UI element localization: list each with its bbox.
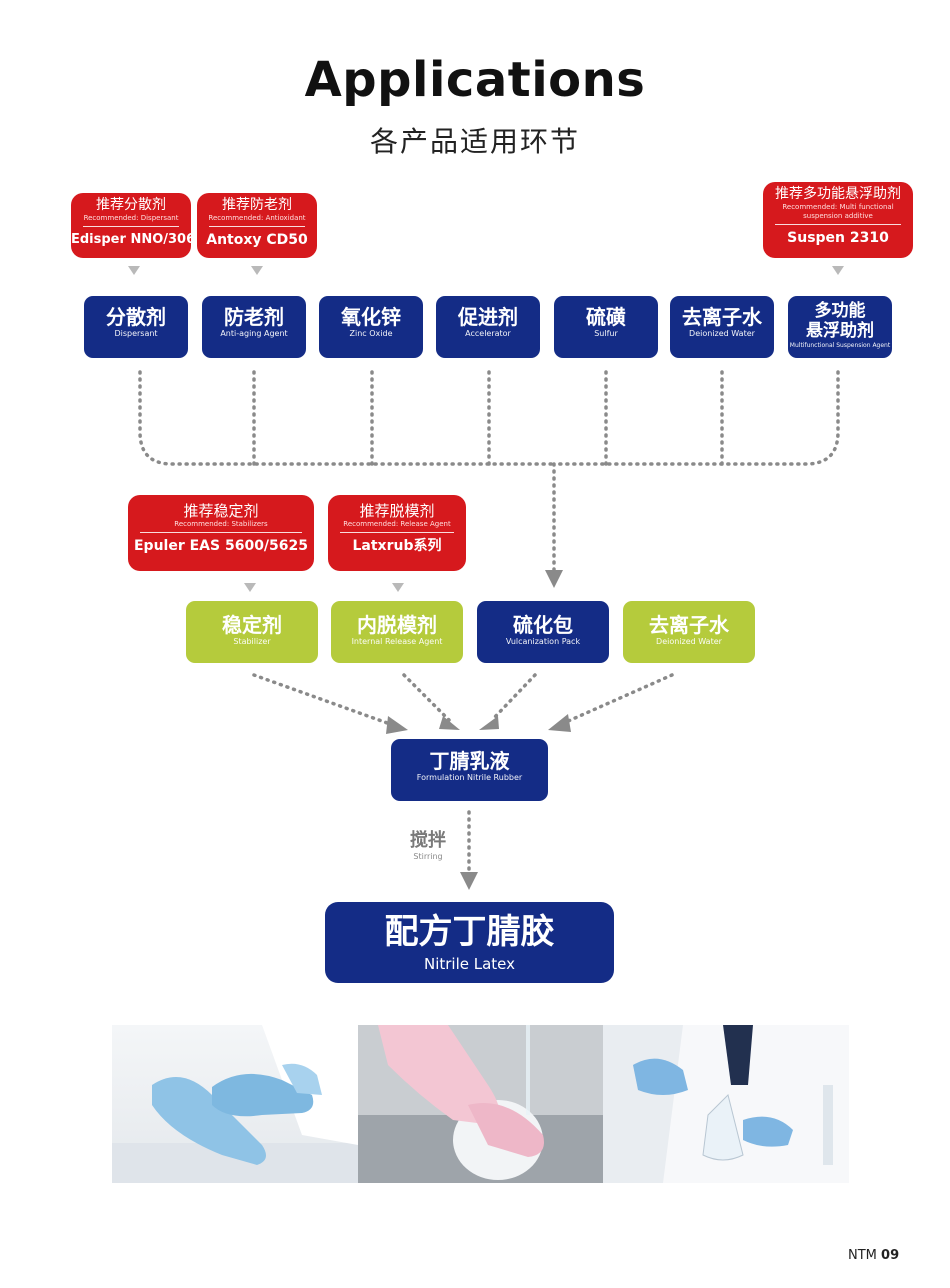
ingredient-deionized-water-cn: 去离子水 — [682, 305, 762, 329]
secondary-vulcanization-pack: 硫化包 Vulcanization Pack — [477, 601, 609, 663]
ingredient-dispersant-en: Dispersant — [114, 329, 158, 338]
recommend-dispersant-product: Edisper NNO/3068 — [71, 232, 205, 247]
divider — [340, 532, 454, 533]
ingredient-accelerator: 促进剂 Accelerator — [436, 296, 540, 358]
nitrile-latex-formulation: 丁腈乳液 Formulation Nitrile Rubber — [391, 739, 548, 801]
ingredient-antiaging-en: Anti-aging Agent — [220, 329, 288, 338]
secondary-vulcanization-cn: 硫化包 — [513, 613, 573, 637]
arrow-from-stabilizer — [386, 716, 408, 734]
recommend-suspension-en: Recommended: Multi functional — [782, 203, 894, 211]
secondary-release-en: Internal Release Agent — [351, 637, 443, 646]
down-triangle-icon — [244, 583, 256, 592]
recommend-dispersant-en: Recommended: Dispersant — [83, 214, 179, 222]
ingredient-antiaging: 防老剂 Anti-aging Agent — [202, 296, 306, 358]
ingredient-sulfur-en: Sulfur — [594, 329, 618, 338]
recommend-dispersant: 推荐分散剂 Recommended: Dispersant Edisper NN… — [71, 193, 205, 258]
ingredient-zinc-oxide-en: Zinc Oxide — [349, 329, 393, 338]
down-triangle-icon — [832, 266, 844, 275]
recommend-release-product: Latxrub系列 — [352, 538, 442, 554]
secondary-stabilizer: 稳定剂 Stabilizer — [186, 601, 318, 663]
secondary-release-cn: 内脱模剂 — [357, 613, 437, 637]
ingredient-suspension-cn: 多功能 — [814, 301, 866, 321]
divider — [83, 226, 179, 227]
recommend-stabilizer-cn: 推荐稳定剂 — [183, 502, 259, 520]
connector-vulcanization — [490, 673, 537, 722]
ingredient-suspension-agent: 多功能 悬浮助剂 Multifunctional Suspension Agen… — [788, 296, 892, 358]
footer-brand: NTM — [848, 1248, 877, 1263]
ingredient-zinc-oxide: 氧化锌 Zinc Oxide — [319, 296, 423, 358]
connector-suspension — [552, 370, 840, 466]
recommend-suspension-en2: suspension additive — [803, 212, 873, 220]
arrow-from-vulcanization — [479, 716, 499, 730]
arrow-to-final — [460, 872, 478, 890]
secondary-stabilizer-en: Stabilizer — [233, 637, 271, 646]
arrow-to-vulcanization — [545, 570, 563, 588]
divider — [140, 532, 302, 533]
recommend-antioxidant-en: Recommended: Antioxidant — [208, 214, 306, 222]
ingredient-dispersant-cn: 分散剂 — [106, 305, 166, 329]
ingredient-antiaging-cn: 防老剂 — [224, 305, 284, 329]
photo-gloves-pink — [358, 1025, 603, 1183]
photo-lab-gloves — [603, 1025, 849, 1183]
ingredient-suspension-cn2: 悬浮助剂 — [806, 321, 874, 341]
secondary-water-en: Deionized Water — [656, 637, 722, 646]
page-footer: NTM 09 — [848, 1248, 899, 1263]
connector-dispersant — [138, 370, 556, 466]
divider — [209, 226, 305, 227]
recommend-suspension-cn: 推荐多功能悬浮助剂 — [775, 186, 901, 202]
page-subtitle: 各产品适用环节 — [369, 125, 580, 158]
recommend-dispersant-cn: 推荐分散剂 — [96, 197, 166, 213]
recommend-stabilizer-en: Recommended: Stabilizers — [174, 520, 268, 528]
recommend-release-agent: 推荐脱模剂 Recommended: Release Agent Latxrub… — [328, 495, 466, 571]
ingredient-sulfur: 硫磺 Sulfur — [554, 296, 658, 358]
stirring-cn: 搅拌 — [410, 830, 446, 851]
ingredient-zinc-oxide-cn: 氧化锌 — [341, 305, 401, 329]
recommend-release-cn: 推荐脱模剂 — [359, 502, 435, 520]
down-triangle-icon — [251, 266, 263, 275]
recommend-release-en: Recommended: Release Agent — [343, 520, 451, 528]
ingredient-dispersant: 分散剂 Dispersant — [84, 296, 188, 358]
recommend-antioxidant: 推荐防老剂 Recommended: Antioxidant Antoxy CD… — [197, 193, 317, 258]
ingredient-sulfur-cn: 硫磺 — [586, 305, 626, 329]
recommend-suspension: 推荐多功能悬浮助剂 Recommended: Multi functional … — [763, 182, 913, 258]
stirring-label: 搅拌 Stirring — [392, 826, 464, 861]
connector-water-2 — [564, 673, 674, 724]
connector-stabilizer — [252, 673, 392, 726]
secondary-water-cn: 去离子水 — [649, 613, 729, 637]
down-triangle-icon — [392, 583, 404, 592]
footer-page-number: 09 — [881, 1248, 900, 1263]
recommend-suspension-product: Suspen 2310 — [787, 230, 889, 246]
ingredient-accelerator-en: Accelerator — [465, 329, 511, 338]
final-cn: 配方丁腈胶 — [384, 912, 555, 952]
secondary-deionized-water: 去离子水 Deionized Water — [623, 601, 755, 663]
latex-cn: 丁腈乳液 — [429, 749, 510, 773]
down-triangle-icon — [128, 266, 140, 275]
secondary-release-agent: 内脱模剂 Internal Release Agent — [331, 601, 463, 663]
recommend-stabilizer: 推荐稳定剂 Recommended: Stabilizers Epuler EA… — [128, 495, 314, 571]
final-product: 配方丁腈胶 Nitrile Latex — [325, 902, 614, 983]
secondary-vulcanization-en: Vulcanization Pack — [505, 637, 581, 646]
latex-en: Formulation Nitrile Rubber — [416, 773, 523, 782]
recommend-stabilizer-product: Epuler EAS 5600/5625 — [133, 538, 309, 554]
recommend-antioxidant-cn: 推荐防老剂 — [222, 197, 292, 213]
ingredient-deionized-water: 去离子水 Deionized Water — [670, 296, 774, 358]
ingredient-suspension-en: Multifunctional Suspension Agent — [789, 342, 891, 349]
page-title: Applications — [304, 52, 646, 108]
divider — [775, 224, 901, 225]
secondary-stabilizer-cn: 稳定剂 — [222, 613, 282, 637]
arrow-from-water-2 — [548, 714, 571, 732]
photo-gloves-blue — [112, 1025, 358, 1183]
stirring-en: Stirring — [413, 852, 443, 861]
recommend-antioxidant-product: Antoxy CD50 — [206, 232, 308, 248]
ingredient-accelerator-cn: 促进剂 — [458, 305, 518, 329]
ingredient-deionized-water-en: Deionized Water — [689, 329, 755, 338]
arrow-from-release — [439, 716, 460, 730]
connector-release-agent — [402, 673, 451, 722]
final-en: Nitrile Latex — [423, 955, 516, 973]
